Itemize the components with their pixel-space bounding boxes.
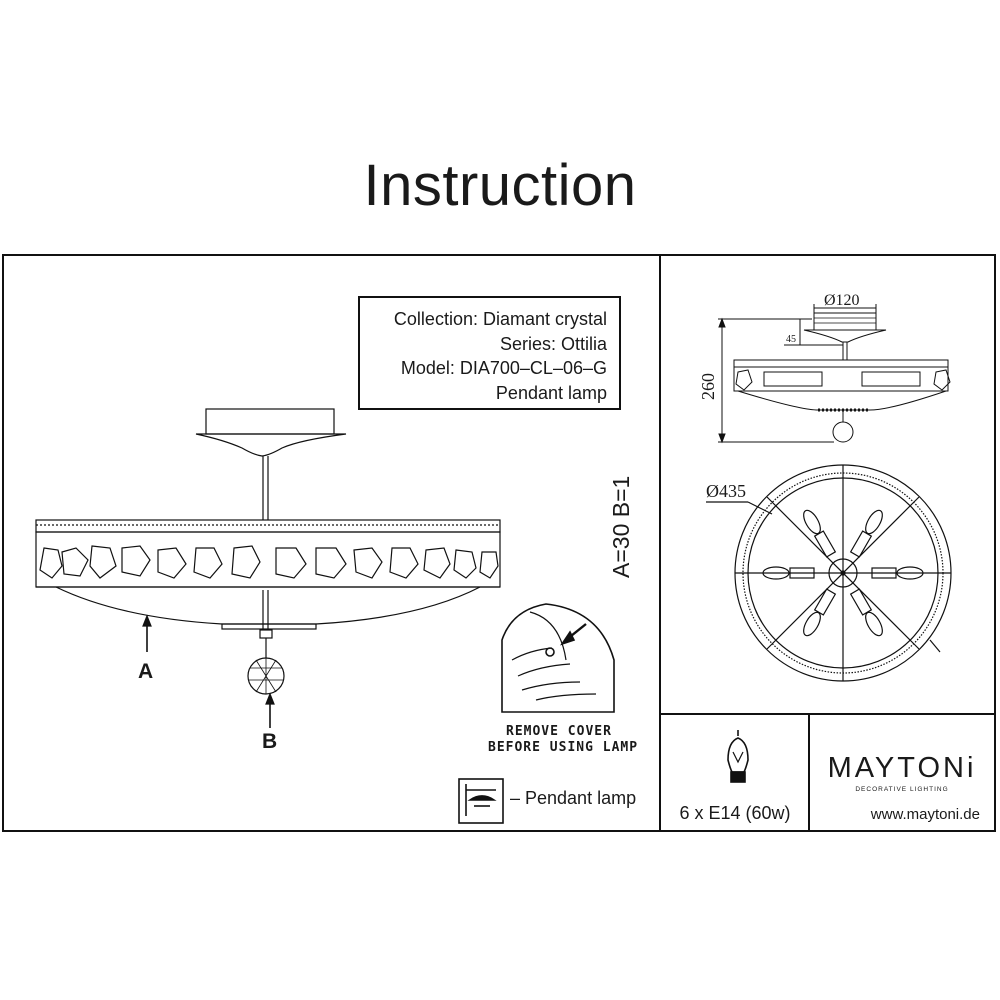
label-a: A [138, 660, 154, 683]
brand-website[interactable]: www.maytoni.de [870, 806, 980, 823]
page-title: Instruction [363, 153, 637, 218]
dimension-side-drawing [718, 304, 951, 444]
product-type-text: Pendant lamp [495, 382, 607, 403]
bulb-spec-text: 6 x E14 (60w) [679, 803, 791, 823]
pendant-legend-text: – Pendant lamp [510, 788, 637, 808]
instruction-frame [2, 254, 996, 832]
series-text: Series: Ottilia [499, 333, 607, 354]
canopy-cap [205, 408, 335, 435]
pendant-lamp-icon [458, 778, 504, 824]
dimension-diameter: Ø435 [706, 481, 746, 501]
warning-line-1: REMOVE COVER [506, 724, 612, 739]
brand-logo: MAYTONi [827, 752, 977, 784]
collection-text: Collection: Diamant crystal [393, 309, 607, 329]
remove-cover-illustration [501, 603, 615, 713]
warning-line-2: BEFORE USING LAMP [488, 740, 639, 755]
divider-vertical-bottom [808, 714, 810, 832]
dimension-top-diameter: Ø120 [824, 292, 860, 309]
dimension-height: 260 [698, 373, 718, 400]
model-text: Model: DIA700–CL–06–G [400, 358, 607, 378]
divider-vertical-main [659, 255, 661, 832]
crystal-band [35, 531, 501, 588]
bulb-icon [727, 730, 749, 783]
crystal-row [39, 545, 499, 579]
dimension-offset: 45 [786, 334, 796, 345]
top-view-drawing [706, 464, 952, 682]
label-b: B [262, 730, 278, 753]
crystal-band-top [35, 519, 501, 533]
brand-tagline: DECORATIVE LIGHTING [855, 786, 949, 793]
divider-horizontal-right [660, 713, 996, 715]
canopy-bowl [195, 433, 347, 457]
product-info-box: Collection: Diamant crystal Series: Otti… [358, 296, 621, 410]
